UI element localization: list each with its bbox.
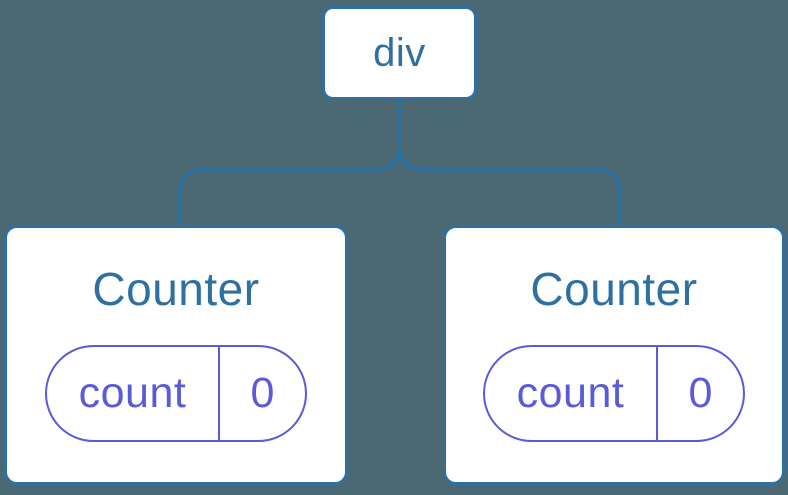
state-key-label: count: [485, 347, 658, 440]
counter-title: Counter: [530, 263, 698, 315]
state-pill: count 0: [45, 345, 307, 442]
tree-node-div-label: div: [373, 30, 426, 75]
counter-card-left: Counter count 0: [4, 225, 348, 485]
counter-title: Counter: [92, 263, 260, 315]
connector-branch-right: [397, 145, 622, 229]
connector-branch-left: [178, 145, 402, 229]
state-key-label: count: [47, 347, 220, 440]
state-value: 0: [250, 369, 275, 417]
tree-node-div: div: [322, 6, 477, 100]
state-pill: count 0: [483, 345, 745, 442]
state-value: 0: [688, 369, 713, 417]
counter-card-right: Counter count 0: [443, 225, 785, 485]
